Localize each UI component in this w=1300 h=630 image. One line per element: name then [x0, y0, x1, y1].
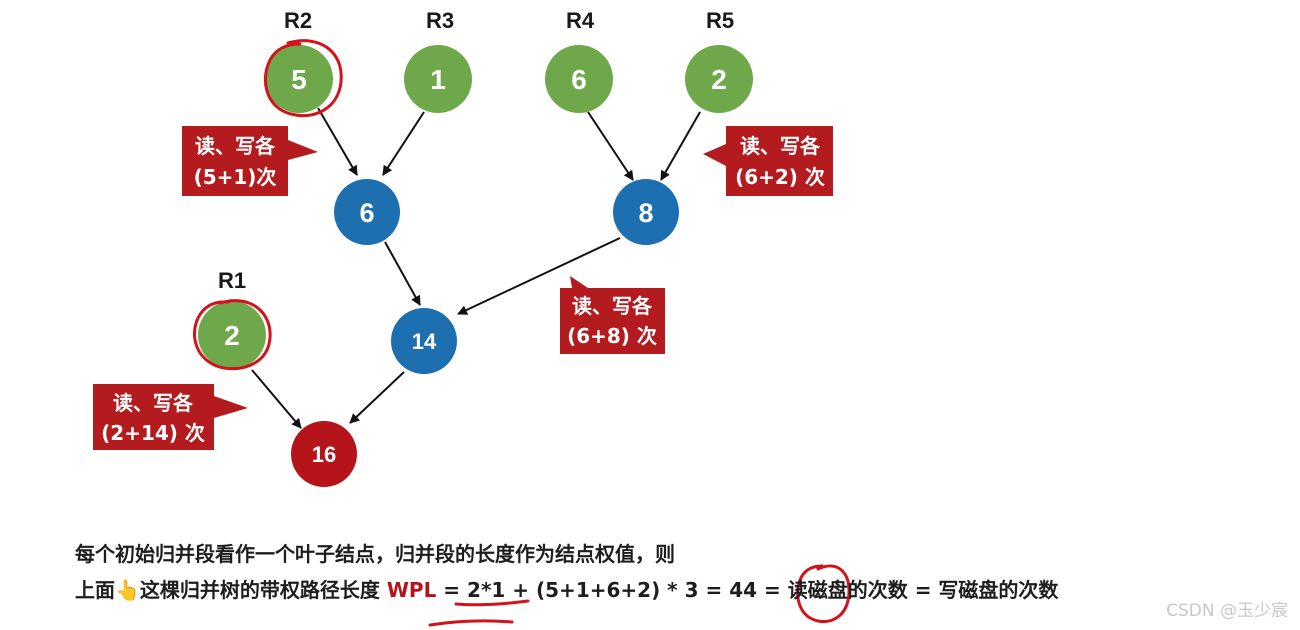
- leaf-label-r2: R2: [284, 8, 312, 33]
- callout-6-plus-2-line2: (6+2) 次: [735, 165, 825, 189]
- callout-5-plus-1: 读、写各 (5+1)次: [182, 126, 318, 196]
- leaf-value-r4: 6: [571, 64, 587, 95]
- internal-value-6: 6: [359, 198, 374, 228]
- tree-edges: [251, 107, 701, 429]
- callout-6-plus-8: 读、写各 (6+8) 次: [560, 276, 665, 354]
- callout-6-plus-8-line2: (6+8) 次: [567, 324, 657, 348]
- line2-prefix: 上面: [75, 578, 115, 602]
- callout-5-plus-1-line2: (5+1)次: [194, 165, 277, 189]
- internal-node-6: 6: [334, 179, 400, 245]
- internal-node-8: 8: [613, 179, 679, 245]
- leaf-label-r4: R4: [566, 8, 595, 33]
- edge-8-to-14: [457, 237, 621, 315]
- internal-value-8: 8: [638, 198, 653, 228]
- leaf-value-r2: 5: [291, 64, 307, 95]
- line2-suffix: = 读磁盘的次数 = 写磁盘的次数: [757, 578, 1059, 602]
- circle-mark-r1: [192, 299, 272, 371]
- circle-mark-44: [796, 564, 851, 624]
- leaf-node-r5: 2: [685, 45, 753, 113]
- callout-2-plus-14-line2: (2+14) 次: [101, 421, 205, 445]
- leaf-label-r5: R5: [706, 8, 734, 33]
- leaf-node-r3: 1: [404, 45, 472, 113]
- internal-value-14: 14: [412, 329, 437, 354]
- callout-6-plus-8-line1: 读、写各: [572, 294, 653, 318]
- callout-2-plus-14-line1: 读、写各: [113, 391, 194, 415]
- leaf-label-r3: R3: [426, 8, 454, 33]
- leaf-value-r1: 2: [224, 320, 240, 351]
- wpl-formula: = 2*1 + (5+1+6+2) * 3 =: [436, 578, 730, 602]
- edge-r2-to-6: [317, 107, 358, 176]
- explanation-line-2: 上面👆这棵归并树的带权路径长度 WPL = 2*1 + (5+1+6+2) * …: [75, 574, 1215, 606]
- callout-6-plus-2-line1: 读、写各: [740, 134, 821, 158]
- root-node-16: 16: [291, 421, 357, 487]
- root-value-16: 16: [312, 442, 336, 467]
- wpl-result: 44: [729, 578, 758, 602]
- wpl-term: WPL: [386, 578, 437, 602]
- edge-r4-to-8: [587, 111, 634, 181]
- edge-6-to-14: [384, 241, 421, 306]
- underline-wpl-2: [428, 619, 514, 627]
- leaf-node-r4: 6: [545, 45, 613, 113]
- edge-r1-to-16: [251, 369, 302, 429]
- pointing-up-icon: 👆: [115, 578, 140, 602]
- handwritten-annotations: [192, 39, 851, 627]
- underline-wpl-1: [454, 599, 530, 607]
- callout-2-plus-14: 读、写各 (2+14) 次: [93, 384, 248, 450]
- leaf-value-r3: 1: [430, 64, 446, 95]
- edge-14-to-16: [349, 371, 405, 424]
- explanation-line-1: 每个初始归并段看作一个叶子结点，归并段的长度作为结点权值，则: [75, 542, 675, 566]
- circle-mark-r2: [263, 39, 343, 118]
- leaf-node-r1: 2: [198, 301, 266, 369]
- leaf-label-r1: R1: [218, 268, 246, 293]
- line2-mid: 这棵归并树的带权路径长度: [139, 578, 387, 602]
- internal-node-14: 14: [391, 308, 457, 374]
- callout-5-plus-1-line1: 读、写各: [195, 134, 276, 158]
- edge-r3-to-6: [382, 111, 425, 176]
- leaf-node-r2: 5: [265, 45, 333, 113]
- csdn-watermark: CSDN @玉少宸: [1166, 601, 1288, 621]
- leaf-value-r5: 2: [711, 64, 727, 95]
- edge-r5-to-8: [660, 111, 701, 181]
- callout-6-plus-2: 读、写各 (6+2) 次: [703, 126, 833, 196]
